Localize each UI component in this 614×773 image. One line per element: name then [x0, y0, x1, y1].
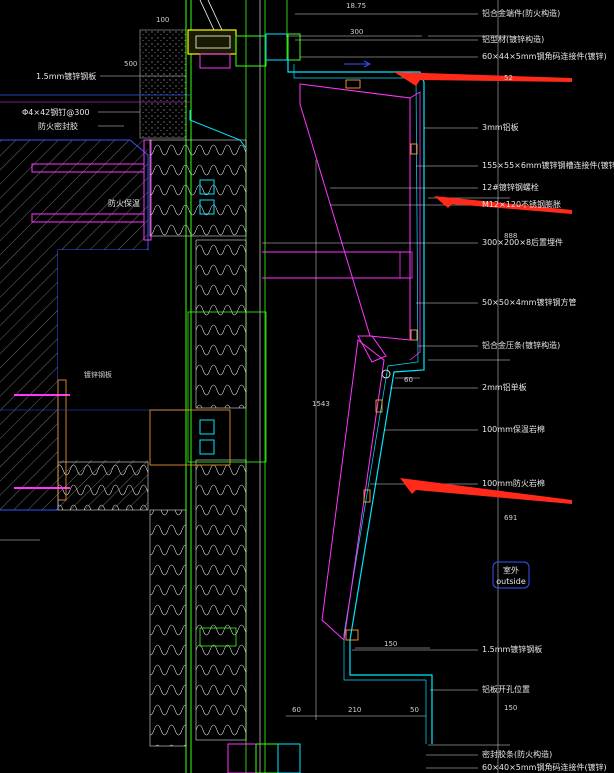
label-stone-100b: 100mm防火岩棉 — [482, 478, 545, 488]
label-stone-100a: 100mm保温岩棉 — [482, 424, 545, 434]
embedded-anchor-bolts — [14, 139, 152, 501]
label-plate-300: 300×200×8后置埋件 — [482, 237, 563, 247]
label-seal-bottom: 密封胶条(防火构造) — [482, 749, 552, 759]
dim-1543: 1543 — [312, 400, 330, 408]
label-anchor-m12: M12×120不锈钢膨胀 — [482, 199, 561, 209]
label-left-fire: 防火密封胶 — [38, 121, 78, 131]
label-aluminum-trim: 铝合金端件(防火构造) — [482, 8, 560, 18]
label-galv-square-tube: 铝型材(镀锌构造) — [482, 34, 544, 44]
label-sheet-1-5: 1.5mm镀锌钢板 — [482, 644, 542, 654]
dim-52: 52 — [504, 74, 513, 82]
insulation-panels — [149, 139, 267, 747]
dim-210: 210 — [348, 706, 361, 714]
dim-top-100: 100 — [156, 16, 169, 24]
label-left-sheet: 1.5mm镀锌钢板 — [36, 71, 96, 81]
dim-60: 60 — [404, 376, 413, 384]
label-plate-2mm: 2mm铝单板 — [482, 382, 527, 392]
label-plate-3mm: 3mm铝板 — [482, 122, 519, 132]
bolt-clusters — [199, 179, 237, 647]
label-angle-bottom: 60×40×5mm钢角码连接件(镀锌) — [482, 762, 607, 772]
label-channel-155: 155×55×6mm镀锌钢槽连接件(镀锌) — [482, 160, 614, 170]
steel-subframe — [262, 60, 421, 642]
label-left-insul: 防火保温 — [108, 198, 140, 208]
label-bolt-12: 12#镀锌钢螺栓 — [482, 182, 539, 192]
aluminum-panel-profile — [189, 58, 433, 744]
dimension-texts: 100 18.75 300 52 500 888 60 1543 150 150… — [124, 2, 517, 714]
dim-500: 500 — [124, 60, 137, 68]
label-tube-50: 50×50×4mm镀锌钢方管 — [482, 297, 576, 307]
annotation-labels: 铝合金端件(防火构造) 铝型材(镀锌构造) 60×44×5mm钢角码连接件(镀锌… — [22, 8, 614, 772]
outside-badge: 室外 outside — [492, 561, 530, 589]
outside-badge-cn: 室外 — [503, 565, 519, 575]
dim-150a: 150 — [384, 640, 397, 648]
label-left-bolt: Φ4×42钢钉@300 — [22, 107, 90, 117]
concrete-slab — [0, 29, 190, 511]
dim-60b: 60 — [292, 706, 301, 714]
dim-50: 50 — [410, 706, 419, 714]
dim-150b: 150 — [504, 704, 517, 712]
top-window-frame — [187, 0, 301, 69]
label-slot: 铝板开孔位置 — [482, 684, 530, 694]
dim-top-1875: 18.75 — [346, 2, 366, 10]
label-aluminum-cap: 铝合金压条(镀锌构造) — [482, 340, 560, 350]
red-arrows — [394, 72, 572, 504]
dim-300: 300 — [350, 28, 363, 36]
outside-badge-en: outside — [496, 577, 526, 586]
dim-888: 888 — [504, 232, 517, 240]
leader-lines — [0, 0, 510, 773]
bottom-window-frame — [227, 743, 301, 773]
label-left-small: 镀锌钢板 — [84, 370, 112, 379]
label-galv-angle: 60×44×5mm钢角码连接件(镀锌) — [482, 51, 607, 61]
dim-691: 691 — [504, 514, 517, 522]
